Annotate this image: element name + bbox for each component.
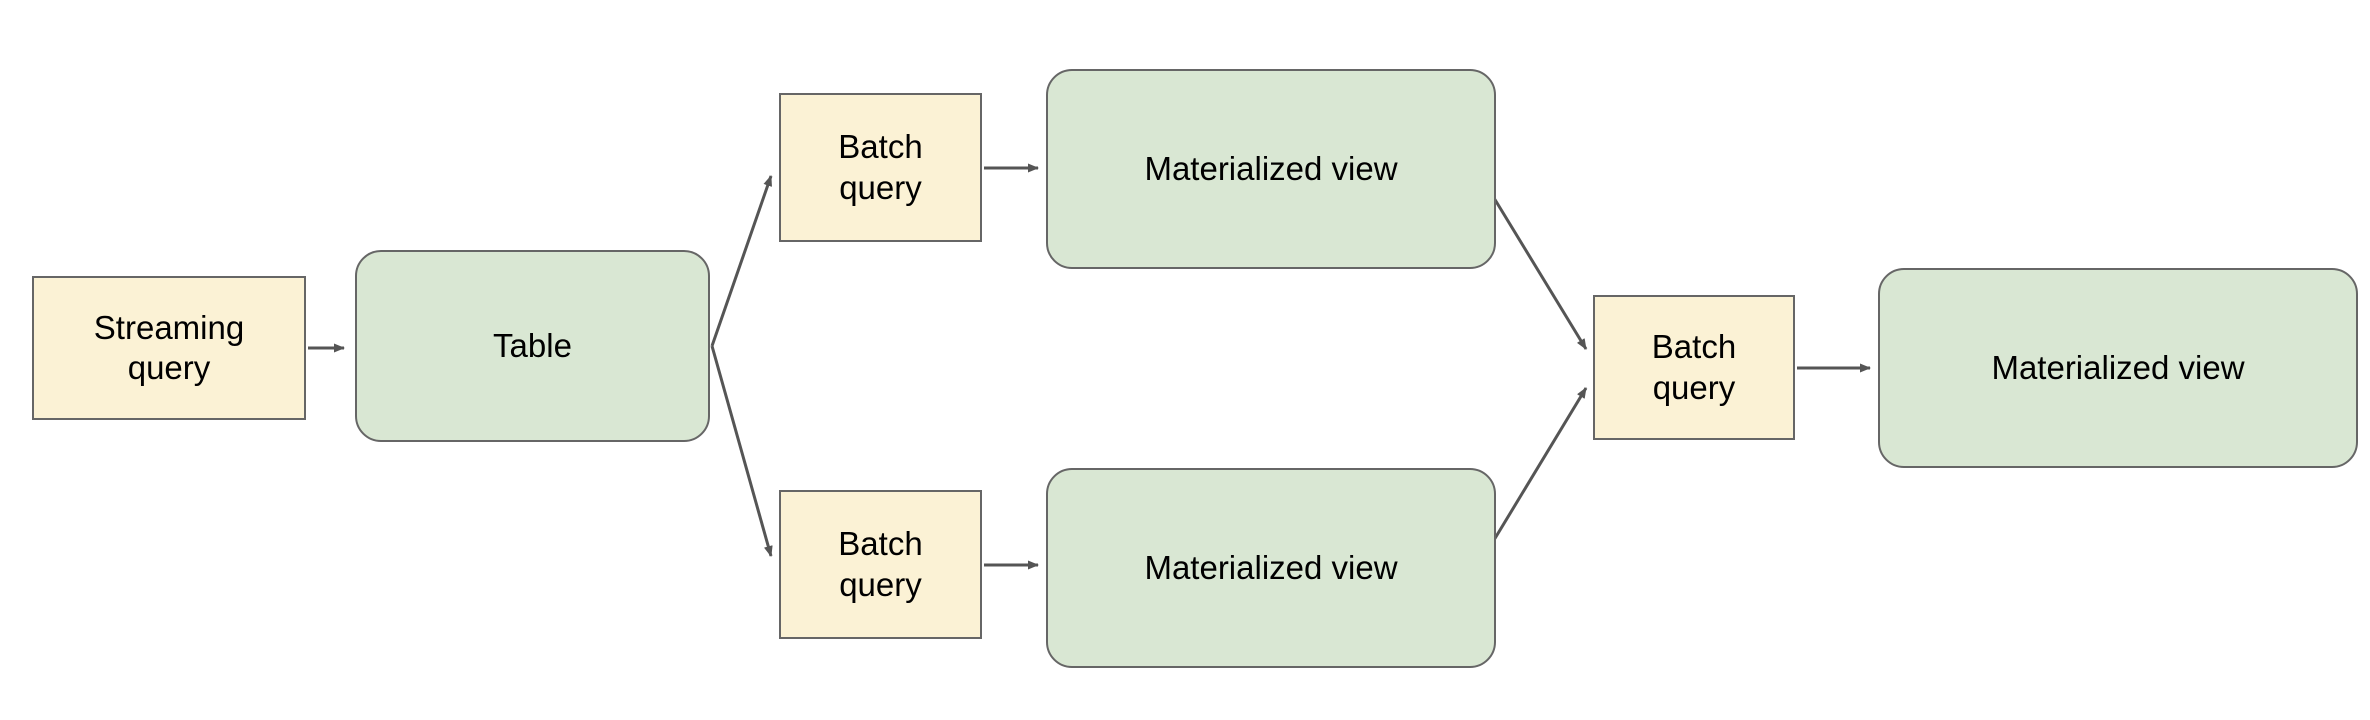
node-streaming-query[interactable]: Streaming query: [32, 276, 306, 420]
node-table-label: Table: [493, 326, 572, 364]
node-batch-query-top-label: Batch query: [838, 128, 923, 206]
node-streaming-query-label: Streaming query: [93, 308, 245, 386]
node-batch-query-bottom[interactable]: Batch query: [779, 490, 982, 639]
edge-table-to-batch-query-top: [710, 175, 773, 347]
node-batch-query-bottom-label: Batch query: [838, 525, 923, 603]
node-batch-query-right-label: Batch query: [1651, 328, 1737, 406]
edge-materialized-view-bottom-to-batch-query-right: [1492, 387, 1588, 541]
edge-materialized-view-top-to-batch-query-right: [1492, 197, 1588, 350]
node-batch-query-top[interactable]: Batch query: [779, 93, 982, 242]
node-materialized-view-bottom[interactable]: Materialized view: [1046, 468, 1496, 668]
edge-table-to-batch-query-bottom: [710, 345, 773, 557]
node-materialized-view-top[interactable]: Materialized view: [1046, 69, 1496, 269]
node-table[interactable]: Table: [355, 250, 710, 442]
node-materialized-view-right[interactable]: Materialized view: [1878, 268, 2358, 468]
node-materialized-view-top-label: Materialized view: [1144, 149, 1398, 187]
node-materialized-view-right-label: Materialized view: [1991, 348, 2245, 386]
node-batch-query-right[interactable]: Batch query: [1593, 295, 1795, 440]
node-materialized-view-bottom-label: Materialized view: [1144, 548, 1398, 586]
